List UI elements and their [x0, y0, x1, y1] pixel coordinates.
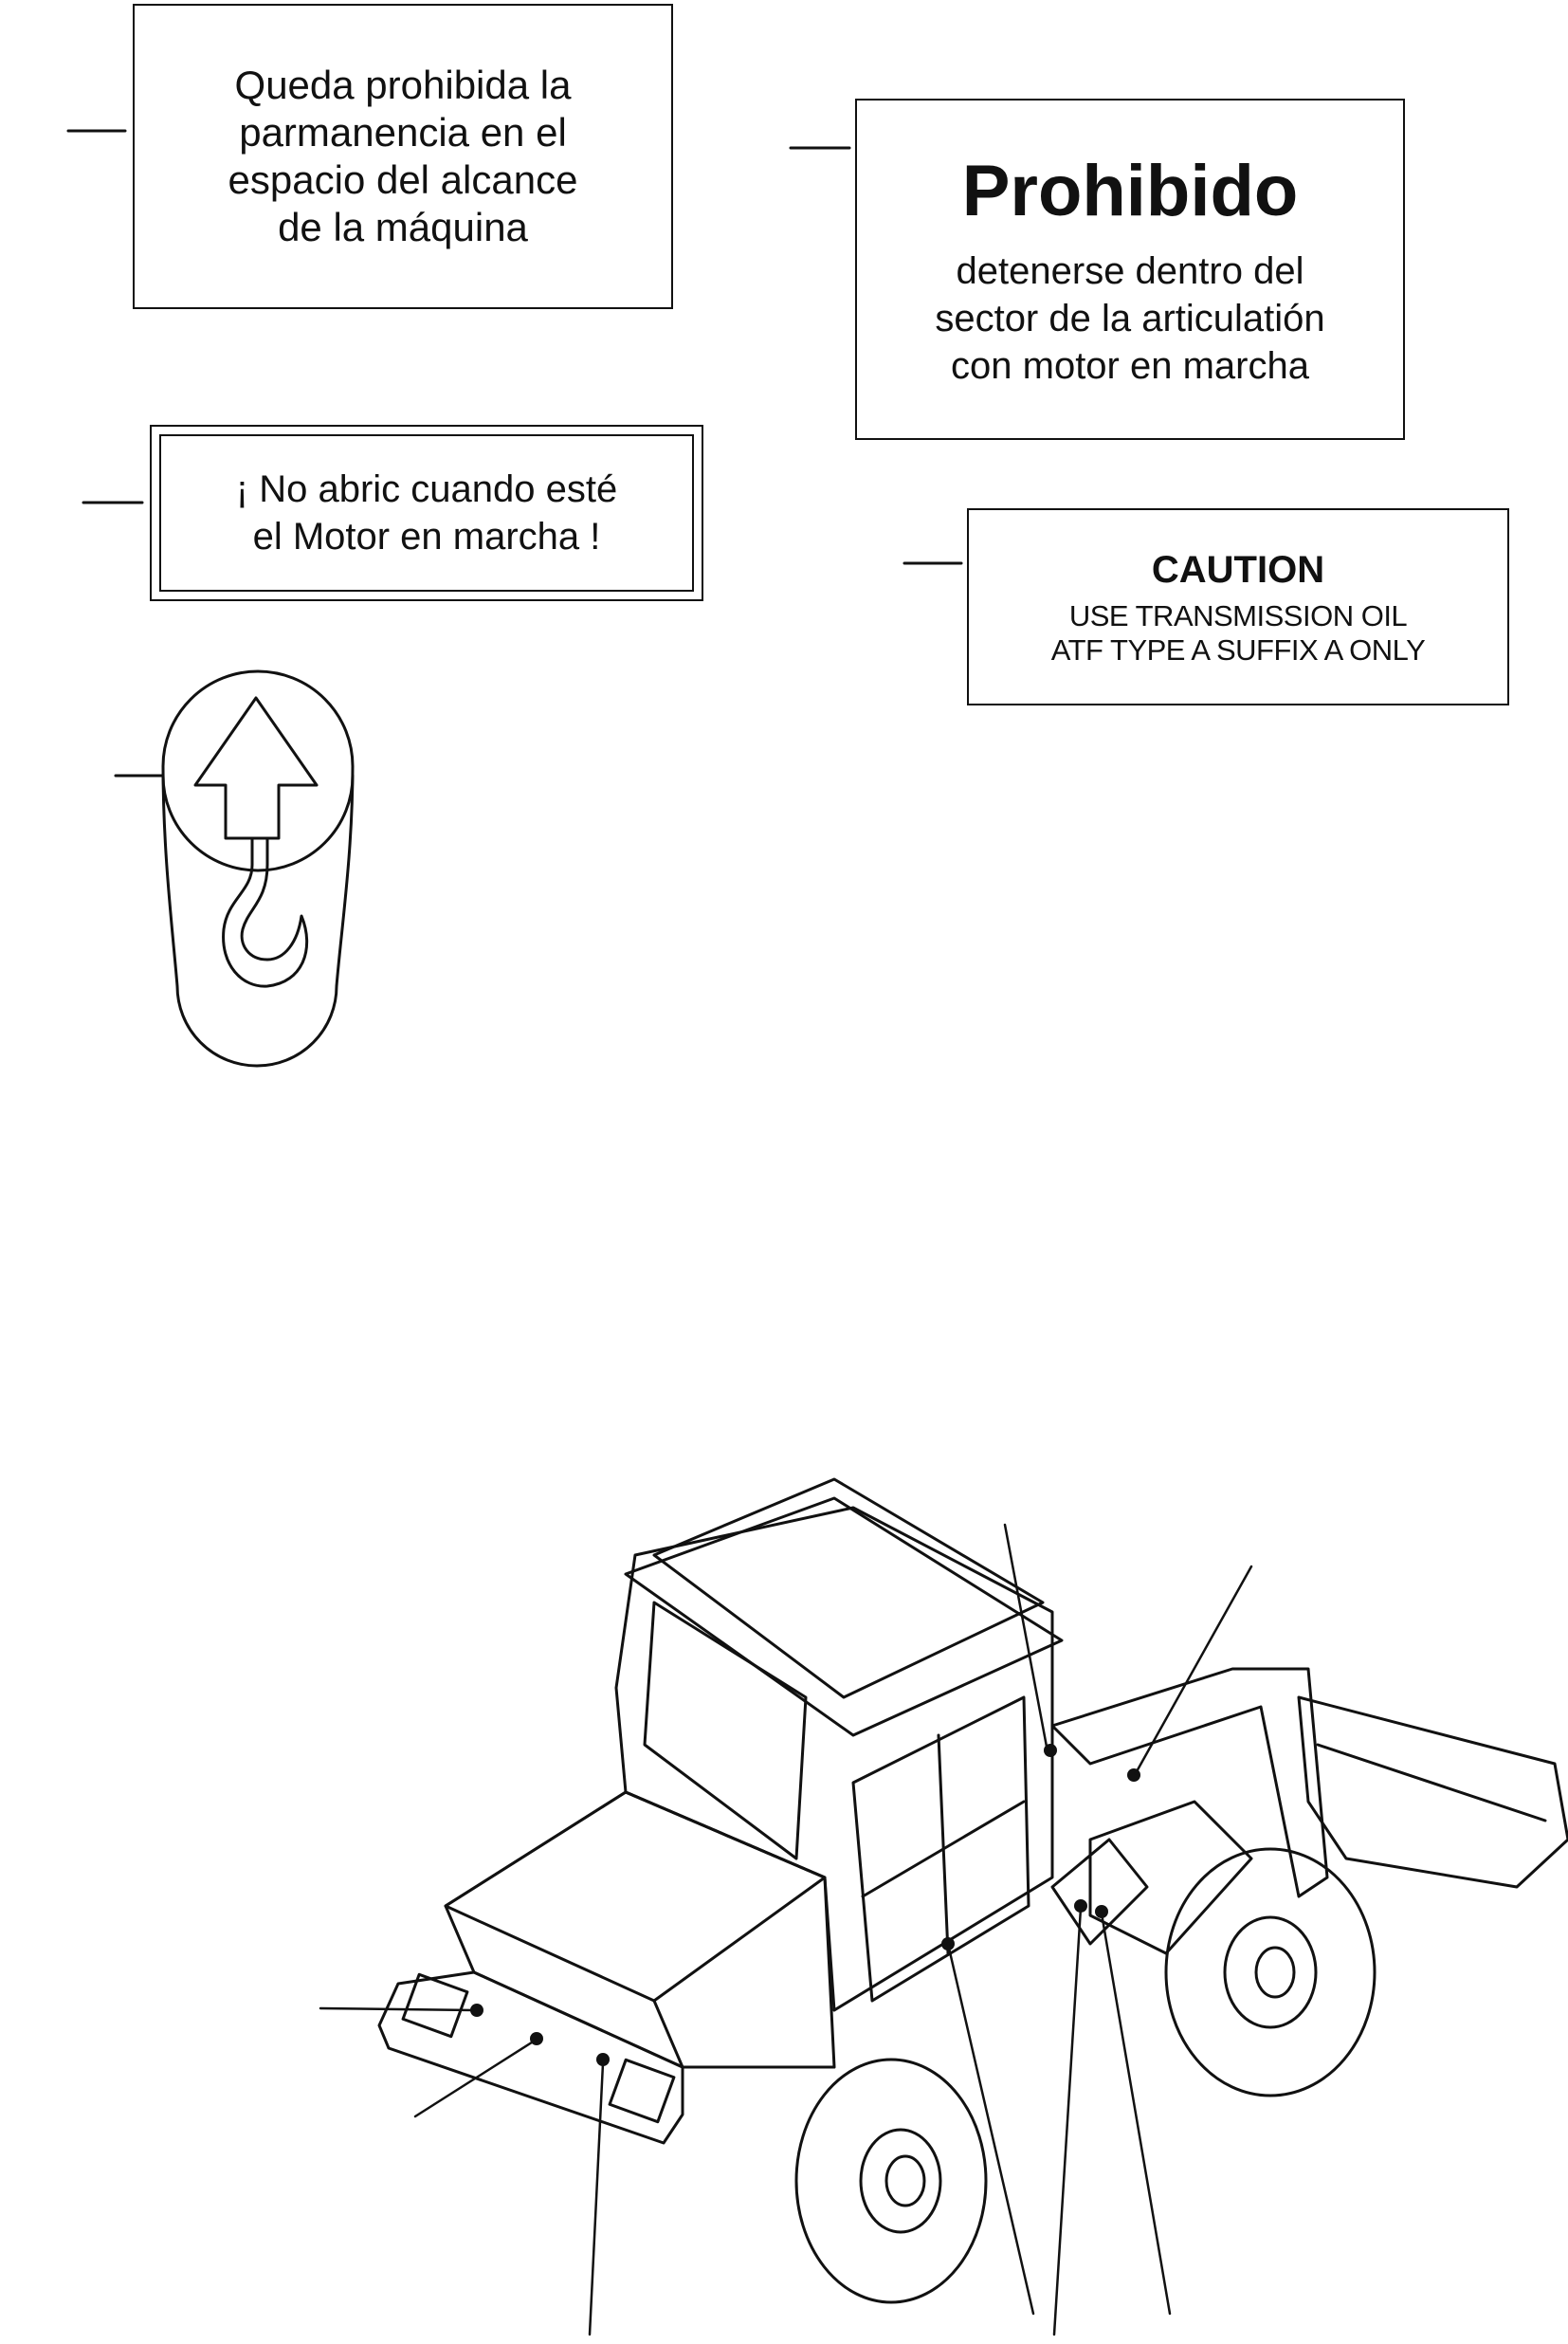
articulation-joint	[1050, 1838, 1149, 1946]
rear-wheel-hub-inner	[884, 2154, 926, 2207]
hook-with-up-arrow-icon	[161, 669, 355, 1068]
rear-light-left	[401, 1972, 469, 2039]
rear-wheel	[794, 2058, 988, 2304]
cab-door-crossbar	[861, 1800, 1026, 1898]
cab-side-window	[643, 1601, 808, 1860]
engine-hood-top	[444, 1790, 827, 2003]
label-do-not-open: ¡ No abric cuando esté el Motor en march…	[150, 425, 703, 601]
label-line: sector de la articulatión	[935, 298, 1325, 339]
label-inner-frame: ¡ No abric cuando esté el Motor en march…	[159, 434, 694, 592]
leader-line	[1100, 1912, 1172, 2316]
engine-hood	[444, 1790, 836, 2069]
label-prohibited-articulation: Prohibido detenerse dentro del sector de…	[855, 99, 1405, 440]
label-line: con motor en marcha	[951, 345, 1309, 387]
marker-leader-lines	[319, 1523, 1253, 2336]
label-prohibited-area: Queda prohibida la parmanencia en el esp…	[133, 4, 673, 309]
marker-dot	[1074, 1899, 1087, 1913]
cab-roof-top	[652, 1477, 1045, 1699]
lift-arm	[1050, 1667, 1329, 1898]
hook-icon	[222, 836, 309, 988]
leader-line	[1052, 1906, 1083, 2336]
front-wheel-hub	[1223, 1915, 1318, 2029]
wheel-loader-drawing	[319, 1477, 1568, 2336]
marker-dot	[470, 2004, 483, 2017]
label-line: espacio del alcance	[228, 157, 578, 202]
symbol-top-circle	[161, 774, 355, 872]
label-heading: CAUTION	[1151, 549, 1325, 591]
front-fender	[1088, 1800, 1253, 1955]
marker-dot	[1095, 1905, 1108, 1918]
label-line: USE TRANSMISSION OIL	[1068, 599, 1408, 632]
bucket-edge	[1316, 1743, 1547, 1822]
front-wheel	[1164, 1847, 1377, 2097]
front-wheel-hub-inner	[1254, 1946, 1296, 1999]
cab-door-window	[851, 1695, 1030, 2003]
label-leader-dashes	[66, 129, 963, 778]
cab-body	[614, 1506, 1054, 2012]
leader-line	[1134, 1565, 1253, 1775]
rear-light-right	[608, 2058, 676, 2124]
up-arrow-icon	[193, 696, 319, 840]
label-heading: Prohibido	[961, 151, 1299, 231]
label-caution: CAUTION USE TRANSMISSION OIL ATF TYPE A …	[967, 508, 1509, 705]
rear-wheel-hub	[859, 2128, 942, 2234]
label-line: detenerse dentro del	[956, 250, 1304, 292]
hood-edge	[652, 1999, 684, 2069]
marker-dot	[596, 2053, 610, 2066]
leader-line	[946, 1942, 1035, 2316]
leader-line	[413, 2039, 537, 2118]
symbol-outline	[161, 669, 355, 1068]
label-line: el Motor en marcha !	[252, 516, 601, 558]
rear-bumper	[377, 1970, 684, 2145]
bucket	[1297, 1695, 1568, 1889]
label-line: parmanencia en el	[239, 110, 567, 155]
label-line: de la máquina	[278, 205, 528, 249]
leader-line	[588, 2061, 605, 2336]
label-line: ¡ No abric cuando esté	[235, 468, 618, 510]
leader-line	[1003, 1523, 1048, 1749]
cab-door-divider	[937, 1733, 950, 1955]
label-line: ATF TYPE A SUFFIX A ONLY	[1050, 633, 1426, 667]
cab-roof	[624, 1496, 1064, 1737]
label-line: Queda prohibida la	[234, 63, 572, 107]
label-location-markers	[470, 1744, 1140, 2066]
leader-line	[319, 2006, 476, 2012]
